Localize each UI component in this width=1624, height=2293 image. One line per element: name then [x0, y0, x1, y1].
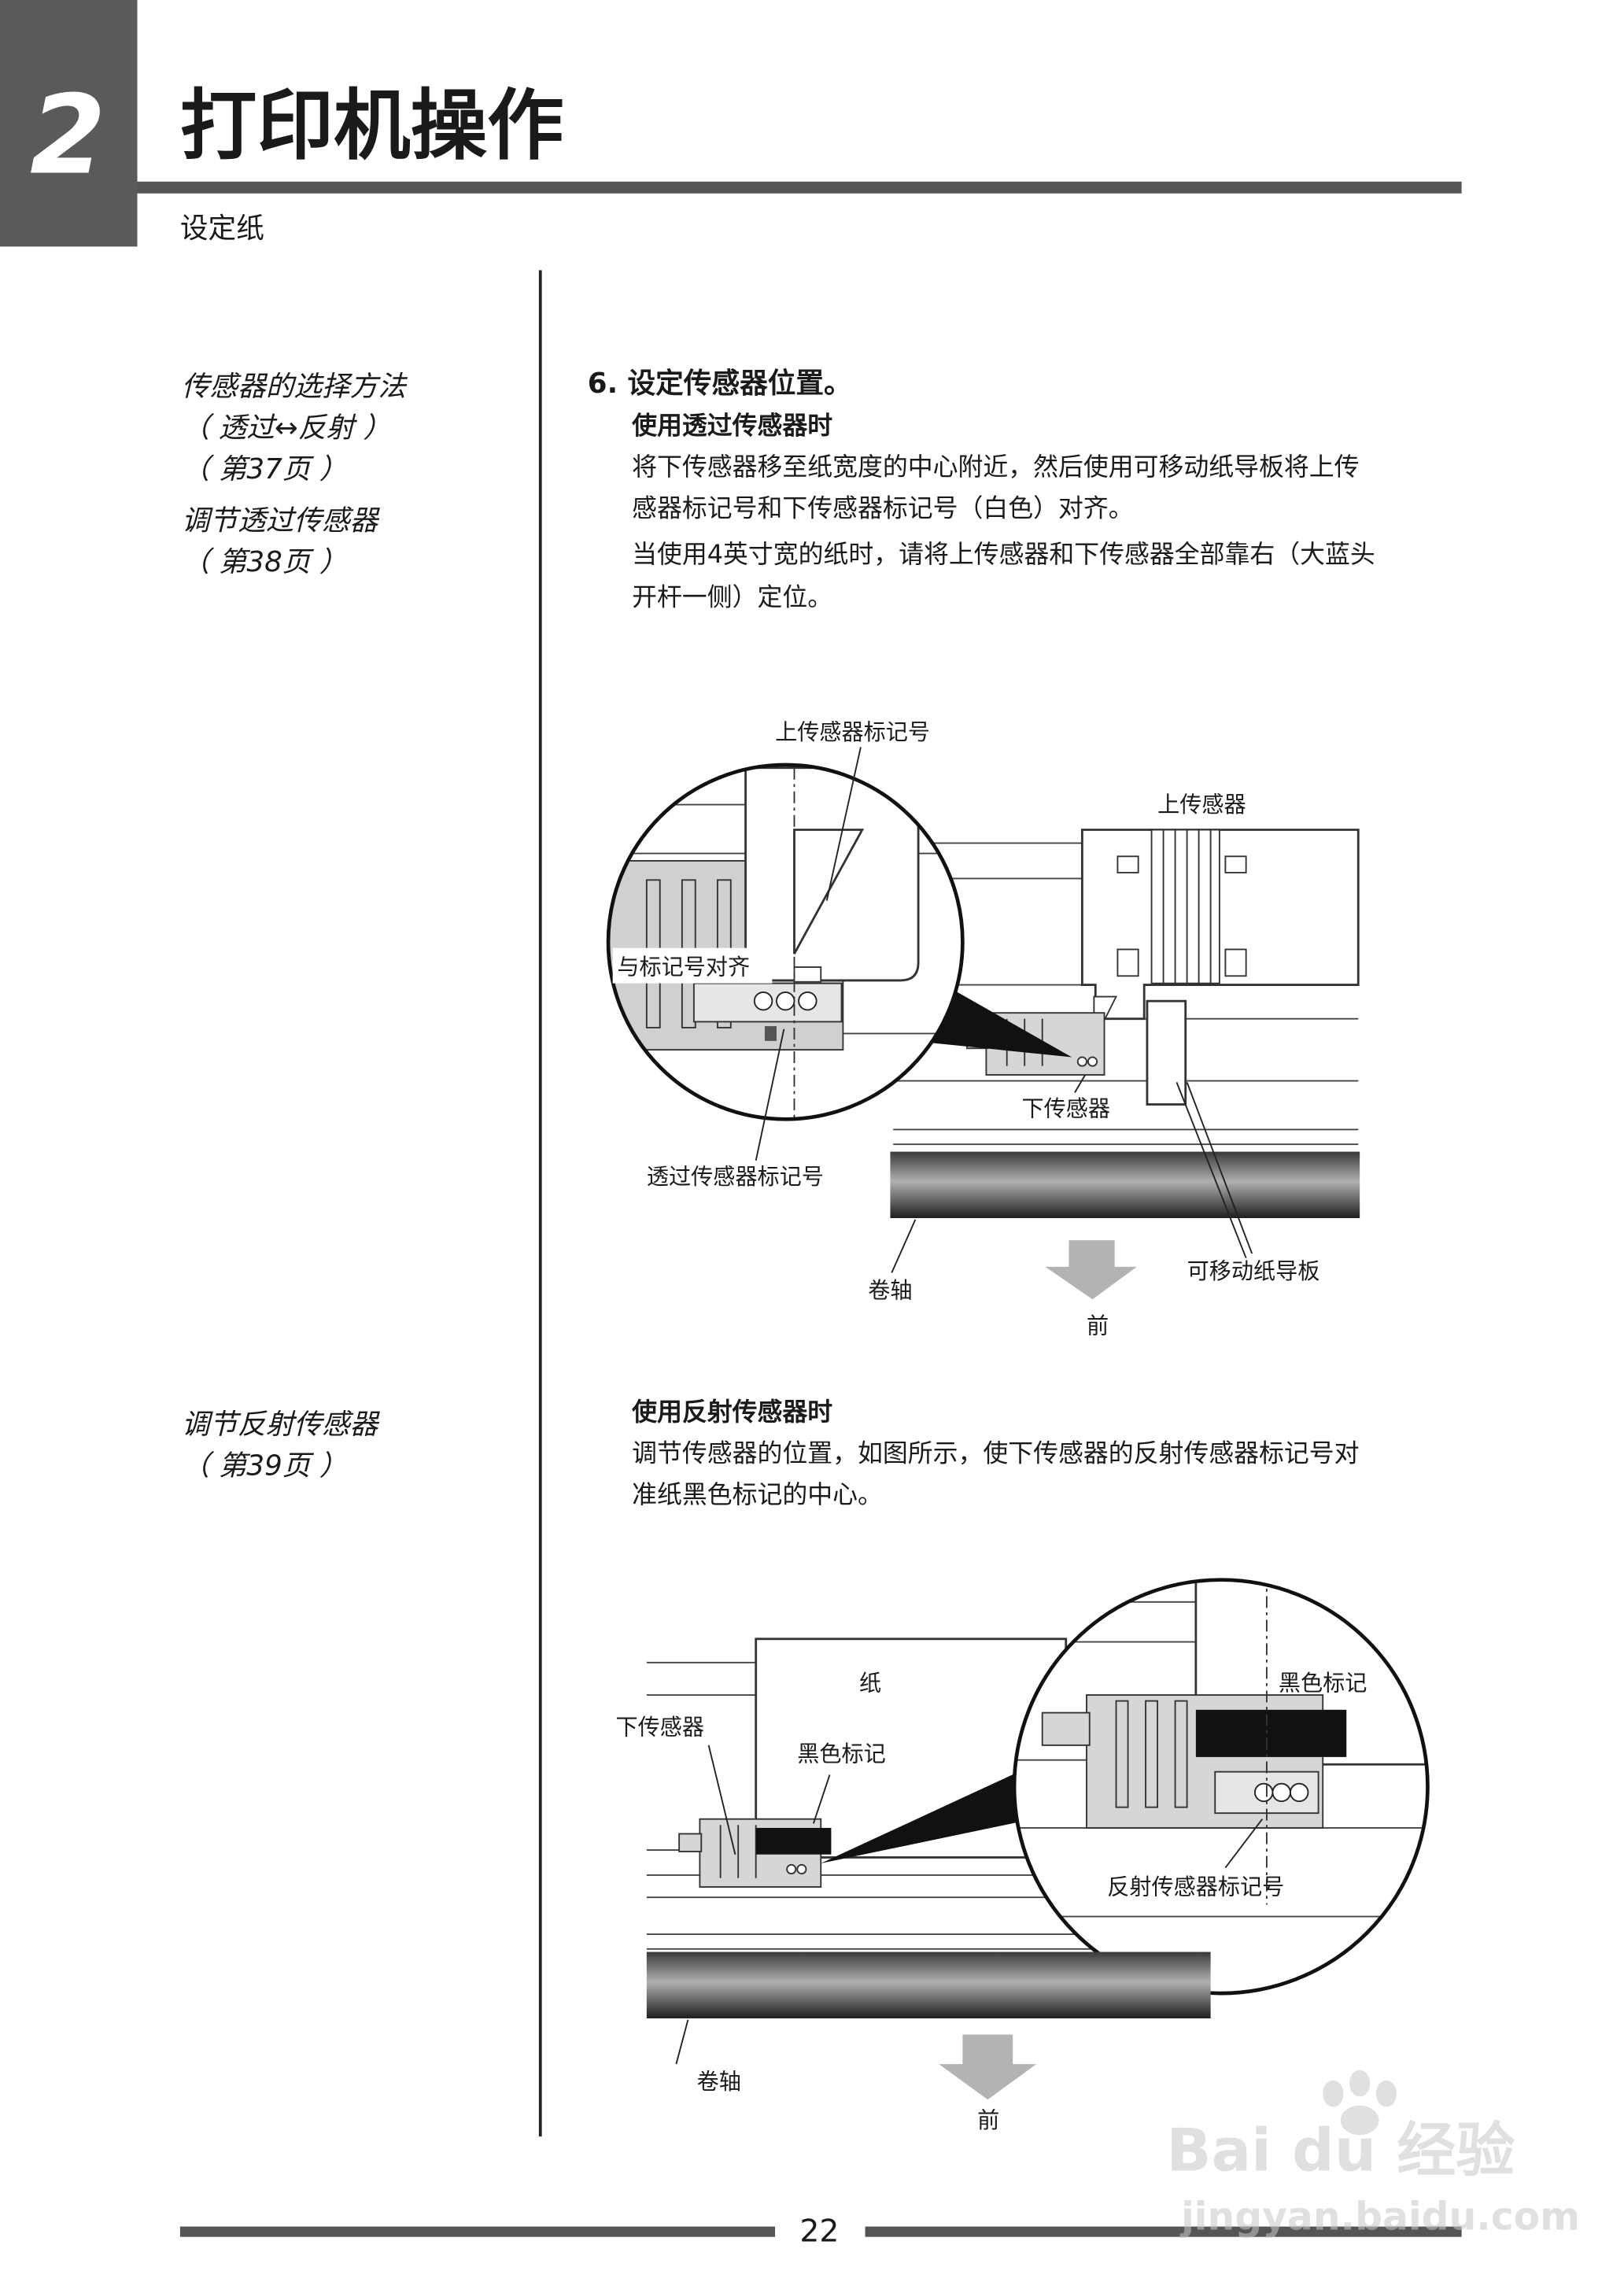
label-upper-sensor-mark: 上传感器标记号: [775, 719, 930, 745]
page-number: 22: [799, 2213, 839, 2249]
sidebar-link-transmit-sensor[interactable]: 调节透过传感器 （ 第38页 ）: [182, 505, 381, 579]
roller: [890, 1151, 1360, 1219]
label-transmit-mark: 透过传感器标记号: [647, 1164, 824, 1190]
label-black-mark: 黑色标记: [797, 1741, 886, 1767]
page-footer: 22: [179, 2213, 1462, 2249]
leader-lines: [755, 747, 1253, 1273]
sidebar-link-text: 调节反射传感器: [182, 1409, 381, 1441]
header-rule: [137, 181, 1462, 194]
label-front: 前: [977, 2107, 999, 2133]
zoom-circle-2: [1012, 1578, 1430, 1996]
step-heading: 6. 设定传感器位置。: [588, 367, 852, 400]
footer-rule-right: [865, 2226, 1462, 2237]
sidebar-link-text: 传感器的选择方法: [182, 371, 408, 403]
label-align-mark: 与标记号对齐: [617, 954, 750, 980]
body-line: 感器标记号和下传感器标记号（白色）对齐。: [632, 493, 1134, 523]
sidebar-link-text: （ 透过↔反射 ）: [182, 412, 391, 444]
label-reflect-mark: 反射传感器标记号: [1107, 1874, 1284, 1900]
sidebar-link-text: （ 第37页 ）: [182, 453, 348, 486]
label-paper: 纸: [859, 1670, 881, 1696]
label-roller: 卷轴: [868, 1277, 912, 1303]
upper-sensor-body: [1080, 829, 1360, 1042]
label-upper-sensor: 上传感器: [1157, 792, 1246, 818]
figure-reflect-sensor: 纸 黑色标记 下传感器 黑色标记 反射传感器标记号 卷轴 前: [615, 1578, 1430, 2133]
front-arrow: [939, 2034, 1037, 2100]
roller: [646, 1951, 1211, 2018]
sidebar-link-text: 调节透过传感器: [182, 505, 381, 537]
sidebar-link-sensor-select[interactable]: 传感器的选择方法 （ 透过↔反射 ） （ 第37页 ）: [182, 371, 408, 486]
paw-icon: [1323, 2070, 1397, 2136]
step-6: 6. 设定传感器位置。 使用透过传感器时 将下传感器移至纸宽度的中心附近，然后使…: [588, 367, 1375, 1509]
section-title: 设定纸: [180, 212, 264, 245]
chapter-title: 打印机操作: [180, 81, 564, 171]
zoom-circle-1: [606, 762, 965, 1121]
label-lower-sensor: 下传感器: [1021, 1096, 1110, 1122]
sidebar-link-reflect-sensor[interactable]: 调节反射传感器 （ 第39页 ）: [182, 1409, 381, 1483]
label-lower-sensor: 下传感器: [615, 1715, 704, 1741]
front-arrow: [1045, 1240, 1137, 1300]
watermark-url: jingyan.baidu.com: [1179, 2194, 1580, 2239]
sidebar-link-text: （ 第39页 ）: [182, 1449, 348, 1482]
subheading-reflect: 使用反射传感器时: [631, 1397, 832, 1427]
body-line: 准纸黑色标记的中心。: [632, 1479, 883, 1509]
page-header: 2 打印机操作 设定纸: [0, 0, 1462, 247]
body-line: 开杆一侧）定位。: [632, 582, 832, 611]
figure-transmit-sensor: 上传感器标记号 上传感器 与标记号对齐 下传感器 透过传感器标记号 卷轴 可移动…: [606, 719, 1360, 1339]
label-front: 前: [1087, 1313, 1109, 1339]
body-line: 将下传感器移至纸宽度的中心附近，然后使用可移动纸导板将上传: [632, 452, 1359, 482]
baidu-watermark: Bai du 经验 jingyan.baidu.com: [1166, 2070, 1580, 2239]
label-paper-guide: 可移动纸导板: [1187, 1258, 1320, 1284]
body-line: 当使用4英寸宽的纸时，请将上传感器和下传感器全部靠右（大蓝头: [632, 539, 1375, 569]
body-line: 调节传感器的位置，如图所示，使下传感器的反射传感器标记号对: [632, 1438, 1359, 1468]
chapter-number: 2: [30, 72, 106, 199]
chapter-number-box: [0, 0, 138, 247]
watermark-logo: Bai du 经验: [1166, 2115, 1515, 2184]
leader-lines: [675, 1745, 1264, 2065]
subheading-transmit: 使用透过传感器时: [631, 411, 832, 441]
footer-rule-left: [179, 2226, 776, 2237]
label-roller: 卷轴: [697, 2069, 741, 2095]
label-black-mark-zoom: 黑色标记: [1279, 1670, 1367, 1696]
black-mark: [755, 1827, 832, 1855]
zoom-callout-wedge: [821, 1771, 1034, 1863]
sidebar-link-text: （ 第38页 ）: [182, 546, 348, 578]
